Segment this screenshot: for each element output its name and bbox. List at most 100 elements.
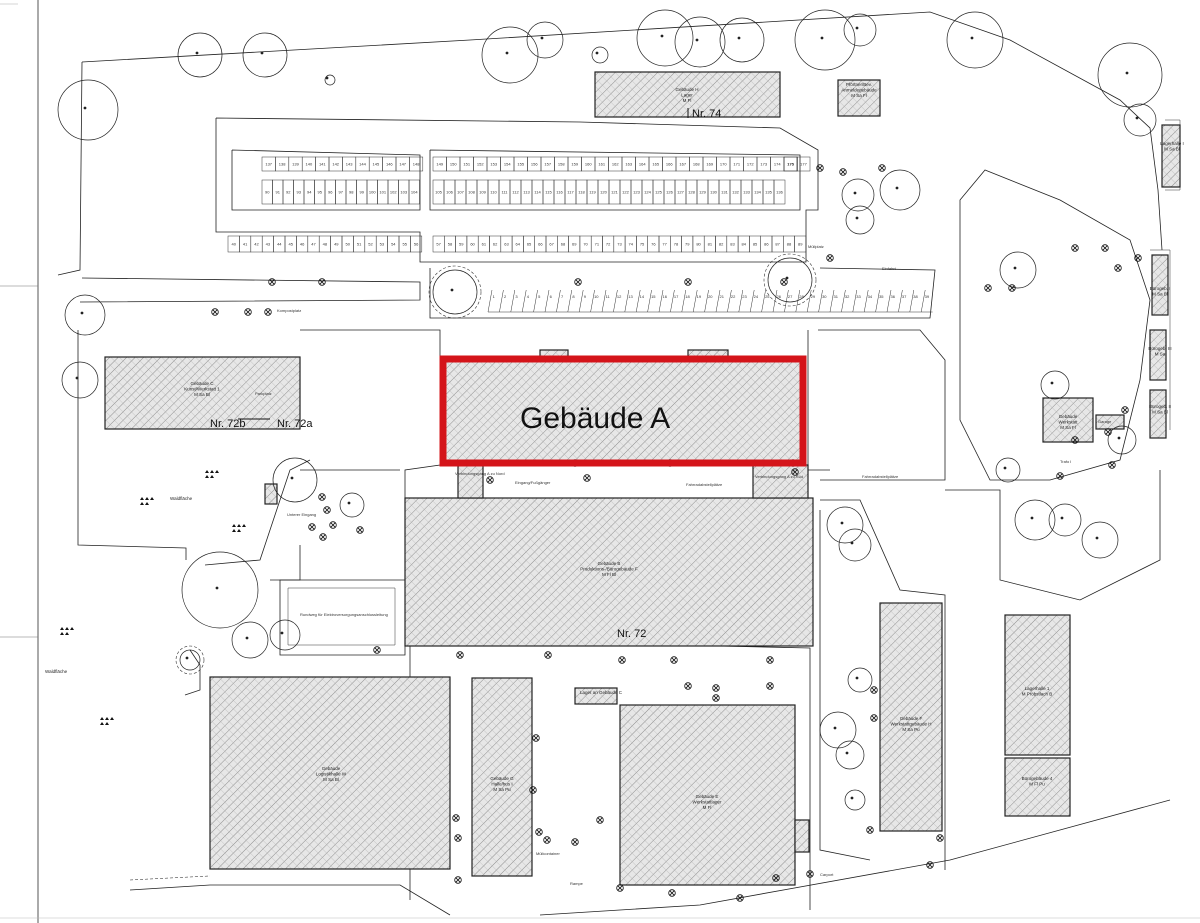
parking-stall-number: 139 (292, 162, 299, 167)
tree-canopy (242, 32, 288, 78)
building-description-line: Produktions-/Bürogebäude F (580, 567, 638, 572)
building-description-line: M Sa Pu (902, 727, 920, 732)
building-description-line: Pförtner/Bev. (846, 82, 872, 87)
tree-canopy (1014, 499, 1056, 541)
building-description-line: M Sa (1155, 352, 1166, 357)
tree-canopy (1048, 503, 1082, 537)
parking-stall-number: 77 (662, 242, 667, 247)
building-description-line: M Sa Bl (323, 777, 339, 782)
tree-canopy (339, 492, 365, 518)
parking-stall-number: 176 (787, 162, 794, 167)
utility-marker (816, 164, 824, 172)
utility-marker (1108, 461, 1116, 469)
utility-marker (373, 646, 381, 654)
parking-stall-number: 155 (517, 162, 524, 167)
parking-stall (556, 289, 568, 313)
label-muellplatz: Müllplatz (808, 244, 824, 249)
tree-trunk (347, 501, 351, 505)
building-lagerhalle1 (1161, 124, 1181, 188)
utility-marker-cross (1009, 285, 1015, 291)
forest-symbol (210, 470, 214, 473)
ramp-block (794, 819, 810, 853)
parking-stall-number: 156 (531, 162, 538, 167)
parking-stall-number: 96 (328, 190, 333, 195)
parking-stall-number: 5 (538, 294, 541, 299)
building-d (209, 676, 451, 870)
label-unterer-eingang: Unterer Eingang (287, 512, 316, 517)
forest-symbol (145, 502, 149, 505)
tree-canopy (674, 16, 726, 68)
utility-marker (1071, 436, 1079, 444)
parking-stall-number: 118 (578, 190, 585, 195)
utility-marker-cross (269, 279, 275, 285)
utility-marker (1134, 254, 1142, 262)
utility-marker-cross (1057, 473, 1063, 479)
parking-stall-number: 44 (277, 242, 282, 247)
building-pm (837, 79, 881, 117)
parking-stall-number: 26 (776, 294, 781, 299)
parking-stall-number: 166 (666, 162, 673, 167)
utility-marker-cross (455, 877, 461, 883)
parking-stall (521, 289, 534, 313)
forest-symbol (145, 497, 149, 500)
parking-stall-number: 134 (754, 190, 761, 195)
parking-stall-number: 131 (721, 190, 728, 195)
parking-stall (727, 289, 739, 313)
tree-canopy (843, 13, 877, 47)
building-description-line: Bürogebäude 4 (1022, 776, 1053, 781)
tree-canopy (794, 9, 856, 71)
utility-marker (318, 493, 326, 501)
parking-stall-number: 18 (685, 294, 690, 299)
building-g (471, 677, 533, 877)
parking-stall-number: 45 (288, 242, 293, 247)
building-description-line: Werkstatt (1059, 420, 1079, 425)
tree-canopy (636, 9, 694, 67)
utility-marker-cross (685, 683, 691, 689)
parking-stall (875, 289, 887, 313)
parking-stall-number: 129 (699, 190, 706, 195)
building-description-line: M Sa Bl (1164, 147, 1180, 152)
tree-canopy (1107, 425, 1137, 455)
utility-marker (936, 834, 944, 842)
forest-symbol (100, 717, 104, 720)
parking-stall (647, 289, 659, 313)
forest-symbol (242, 524, 246, 527)
building-f (879, 602, 943, 832)
parking-stall-number: 114 (534, 190, 541, 195)
tree-trunk (245, 636, 249, 640)
building-description-line: Logistikhalle W (316, 772, 347, 777)
parking-stall-number: 23 (742, 294, 747, 299)
forest-symbol (237, 529, 241, 532)
parking-stall-number: 128 (688, 190, 695, 195)
parking-stall-number: 136 (776, 190, 783, 195)
parking-stall-number: 75 (640, 242, 645, 247)
parking-stall-number: 177 (800, 162, 807, 167)
building-description-line: M Sa Fl (1060, 425, 1076, 430)
utility-marker (319, 533, 327, 541)
parking-stall (578, 289, 591, 313)
parking-stall-number: 165 (652, 162, 659, 167)
tree-canopy (879, 169, 921, 211)
utility-marker (984, 284, 992, 292)
parking-stall-number: 35 (879, 294, 884, 299)
parking-stall-number: 126 (666, 190, 673, 195)
label-fahrrad: Fahrradabstellplätze (862, 474, 899, 479)
utility-marker-cross (453, 815, 459, 821)
parking-stall-number: 59 (459, 242, 464, 247)
utility-marker (544, 651, 552, 659)
tree-canopy (181, 551, 259, 629)
forest-symbol (140, 497, 144, 500)
stair-block (264, 483, 278, 505)
utility-marker-cross (319, 494, 325, 500)
label-rampe: Rampe (570, 881, 584, 886)
parking-stall (409, 156, 424, 172)
tree-trunk (450, 288, 454, 292)
parking-stall-number: 12 (617, 294, 622, 299)
parking-stall-number: 119 (589, 190, 596, 195)
utility-marker-cross (330, 522, 336, 528)
parking-stall-number: 76 (651, 242, 656, 247)
parking-stall-number: 48 (323, 242, 328, 247)
tree-trunk (1095, 536, 1099, 540)
parking-stall-number: 130 (710, 190, 717, 195)
utility-marker (712, 684, 720, 692)
